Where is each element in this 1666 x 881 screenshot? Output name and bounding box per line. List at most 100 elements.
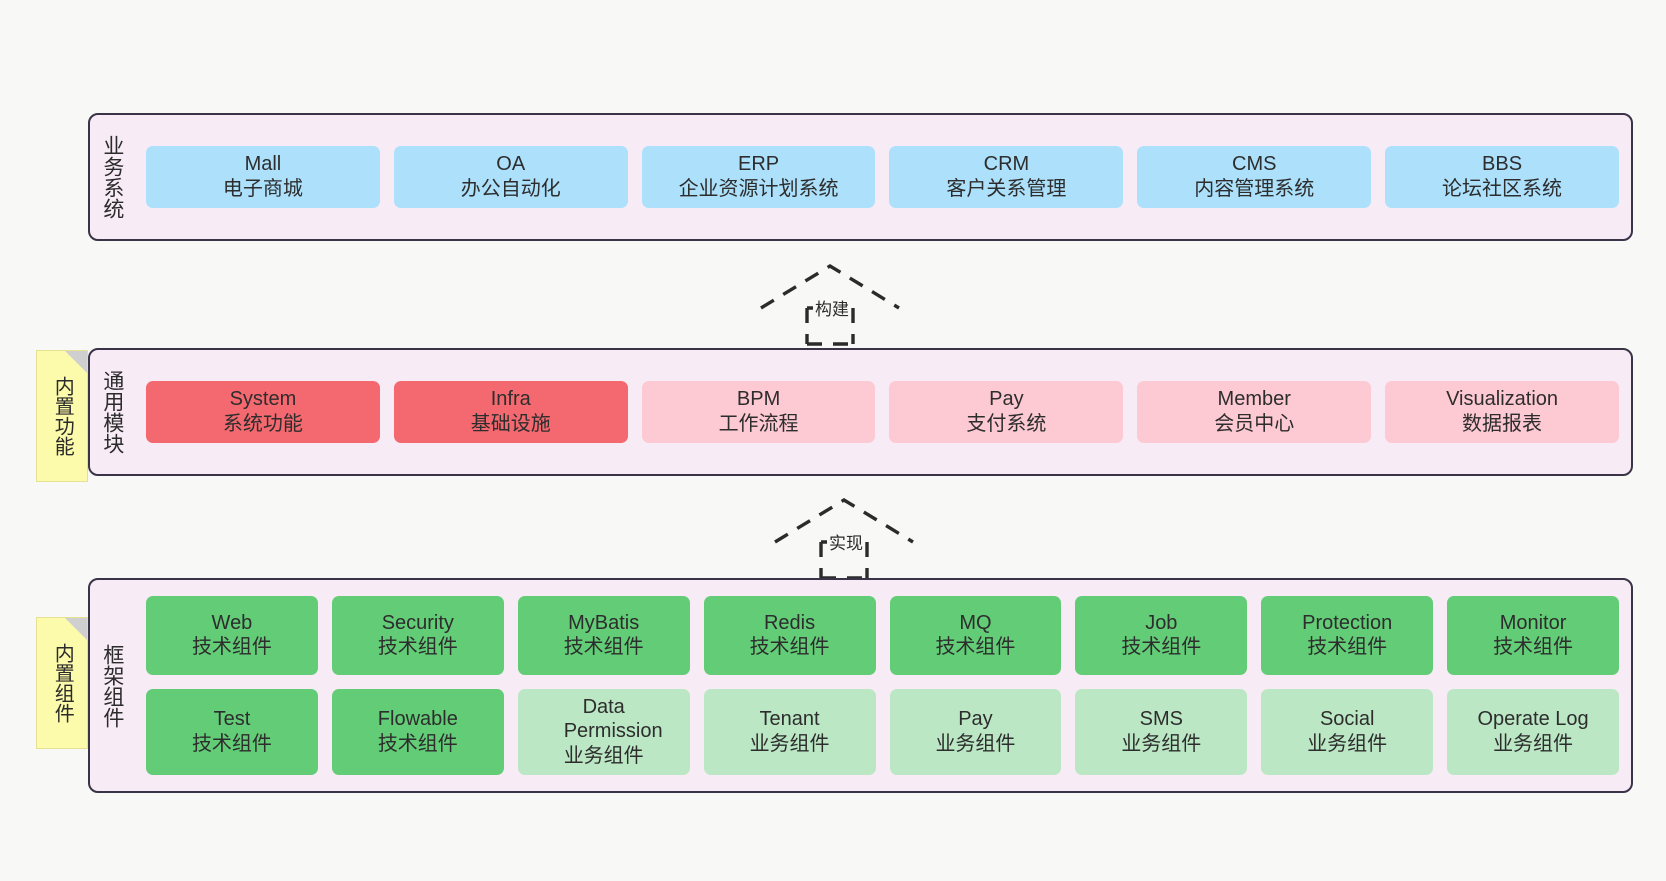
node-title: Web xyxy=(211,611,253,634)
framework-row-technical: Web 技术组件 Security 技术组件 MyBatis 技术组件 Redi… xyxy=(146,596,1619,675)
node-title: MyBatis xyxy=(568,611,640,634)
node-member[interactable]: Member 会员中心 xyxy=(1137,381,1372,443)
node-desc: 会员中心 xyxy=(1214,413,1295,435)
node-title: ERP xyxy=(738,153,780,176)
node-desc: 业务组件 xyxy=(1493,732,1574,755)
node-system[interactable]: System 系统功能 xyxy=(146,381,380,443)
node-title: Redis xyxy=(763,611,816,634)
node-sms[interactable]: SMS 业务组件 xyxy=(1075,688,1248,775)
node-desc: 电子商城 xyxy=(222,178,303,200)
node-title: Visualization xyxy=(1446,388,1559,411)
connector-implement: 实现 xyxy=(771,496,917,580)
arrowhead-open-triangle xyxy=(774,498,914,544)
node-test[interactable]: Test 技术组件 xyxy=(146,688,318,775)
node-desc: 支付系统 xyxy=(966,413,1047,435)
connector-build: 构建 xyxy=(757,262,903,346)
layer-framework-components: 框架组件 Web 技术组件 Security 技术组件 MyBatis 技术组件 xyxy=(88,578,1633,793)
layer-body-business-systems: Mall 电子商城 OA 办公自动化 ERP 企业资源计划系统 CRM 客户关系… xyxy=(134,115,1631,239)
node-desc: 系统功能 xyxy=(222,413,303,435)
tag-label: 内置功能 xyxy=(51,376,74,456)
node-title: SMS xyxy=(1139,708,1183,730)
node-job[interactable]: Job 技术组件 xyxy=(1075,596,1248,675)
node-desc: 技术组件 xyxy=(1121,636,1202,659)
tag-label: 内置组件 xyxy=(51,643,74,723)
node-pay-component[interactable]: Pay 业务组件 xyxy=(889,688,1062,775)
node-desc: 技术组件 xyxy=(1493,636,1574,659)
node-mybatis[interactable]: MyBatis 技术组件 xyxy=(517,596,690,675)
node-desc: 论坛社区系统 xyxy=(1442,178,1563,200)
node-desc: 技术组件 xyxy=(563,636,644,659)
node-title: Test xyxy=(213,708,251,730)
node-bpm[interactable]: BPM 工作流程 xyxy=(641,381,876,443)
node-desc: 业务组件 xyxy=(1307,732,1388,755)
node-title: Social xyxy=(1319,708,1375,730)
node-security[interactable]: Security 技术组件 xyxy=(331,596,504,675)
node-title: Flowable xyxy=(377,708,458,730)
connector-shaft xyxy=(805,308,855,344)
node-title: System xyxy=(229,388,297,411)
node-title: CRM xyxy=(983,153,1030,176)
node-bbs[interactable]: BBS 论坛社区系统 xyxy=(1385,146,1619,208)
node-desc: 业务组件 xyxy=(563,745,644,768)
node-title: Monitor xyxy=(1499,611,1567,634)
node-title: Security xyxy=(381,611,454,634)
node-desc: 工作流程 xyxy=(718,413,799,435)
arrowhead-open-triangle xyxy=(760,264,900,310)
node-desc: 业务组件 xyxy=(1121,732,1202,755)
node-title: Data Permission xyxy=(563,695,663,743)
layer-common-modules: 通用模块 System 系统功能 Infra 基础设施 BPM 工作流程 Pay… xyxy=(88,348,1633,476)
node-desc: 客户关系管理 xyxy=(946,178,1067,200)
tag-builtin-components: 内置组件 xyxy=(36,617,88,749)
node-mall[interactable]: Mall 电子商城 xyxy=(146,146,380,208)
node-operate-log[interactable]: Operate Log 业务组件 xyxy=(1447,688,1619,775)
layer-title-business-systems: 业务系统 xyxy=(100,135,124,219)
node-desc: 技术组件 xyxy=(191,636,272,659)
node-oa[interactable]: OA 办公自动化 xyxy=(393,146,628,208)
node-desc: 内容管理系统 xyxy=(1194,178,1315,200)
layer-business-systems: 业务系统 Mall 电子商城 OA 办公自动化 ERP 企业资源计划系统 CRM… xyxy=(88,113,1633,241)
node-desc: 业务组件 xyxy=(935,732,1016,755)
node-redis[interactable]: Redis 技术组件 xyxy=(703,596,876,675)
layer-title-common-modules: 通用模块 xyxy=(100,370,124,454)
node-visualization[interactable]: Visualization 数据报表 xyxy=(1385,381,1619,443)
node-cms[interactable]: CMS 内容管理系统 xyxy=(1137,146,1372,208)
node-desc: 数据报表 xyxy=(1462,413,1543,435)
node-desc: 技术组件 xyxy=(935,636,1016,659)
node-crm[interactable]: CRM 客户关系管理 xyxy=(889,146,1124,208)
node-desc: 企业资源计划系统 xyxy=(678,178,839,200)
node-title: Member xyxy=(1217,388,1291,411)
node-desc: 技术组件 xyxy=(749,636,830,659)
node-data-permission[interactable]: Data Permission 业务组件 xyxy=(517,688,690,775)
node-title: Job xyxy=(1145,611,1178,634)
node-protection[interactable]: Protection 技术组件 xyxy=(1261,596,1434,675)
node-desc: 技术组件 xyxy=(377,732,458,755)
connector-label-implement: 实现 xyxy=(827,529,865,554)
node-erp[interactable]: ERP 企业资源计划系统 xyxy=(641,146,876,208)
node-title: Pay xyxy=(989,388,1024,411)
node-title: Infra xyxy=(490,388,531,411)
node-social[interactable]: Social 业务组件 xyxy=(1261,688,1434,775)
node-desc: 基础设施 xyxy=(470,413,551,435)
layer-body-framework-components: Web 技术组件 Security 技术组件 MyBatis 技术组件 Redi… xyxy=(134,580,1631,791)
node-mq[interactable]: MQ 技术组件 xyxy=(889,596,1062,675)
connector-label-build: 构建 xyxy=(813,295,851,320)
node-title: BPM xyxy=(736,388,781,411)
layer-title-framework-components: 框架组件 xyxy=(100,643,124,728)
node-tenant[interactable]: Tenant 业务组件 xyxy=(703,688,876,775)
node-title: Operate Log xyxy=(1477,708,1589,730)
node-title: MQ xyxy=(959,611,992,634)
node-infra[interactable]: Infra 基础设施 xyxy=(393,381,628,443)
node-desc: 技术组件 xyxy=(191,732,272,755)
node-title: Pay xyxy=(958,708,993,730)
framework-row-business: Test 技术组件 Flowable 技术组件 Data Permission … xyxy=(146,688,1619,775)
node-flowable[interactable]: Flowable 技术组件 xyxy=(331,688,504,775)
node-title: CMS xyxy=(1232,153,1277,176)
node-web[interactable]: Web 技术组件 xyxy=(146,596,318,675)
node-title: BBS xyxy=(1482,153,1523,176)
node-pay-module[interactable]: Pay 支付系统 xyxy=(889,381,1124,443)
node-monitor[interactable]: Monitor 技术组件 xyxy=(1447,596,1619,675)
node-title: OA xyxy=(496,153,526,176)
tag-builtin-features: 内置功能 xyxy=(36,350,88,482)
node-desc: 业务组件 xyxy=(749,732,830,755)
